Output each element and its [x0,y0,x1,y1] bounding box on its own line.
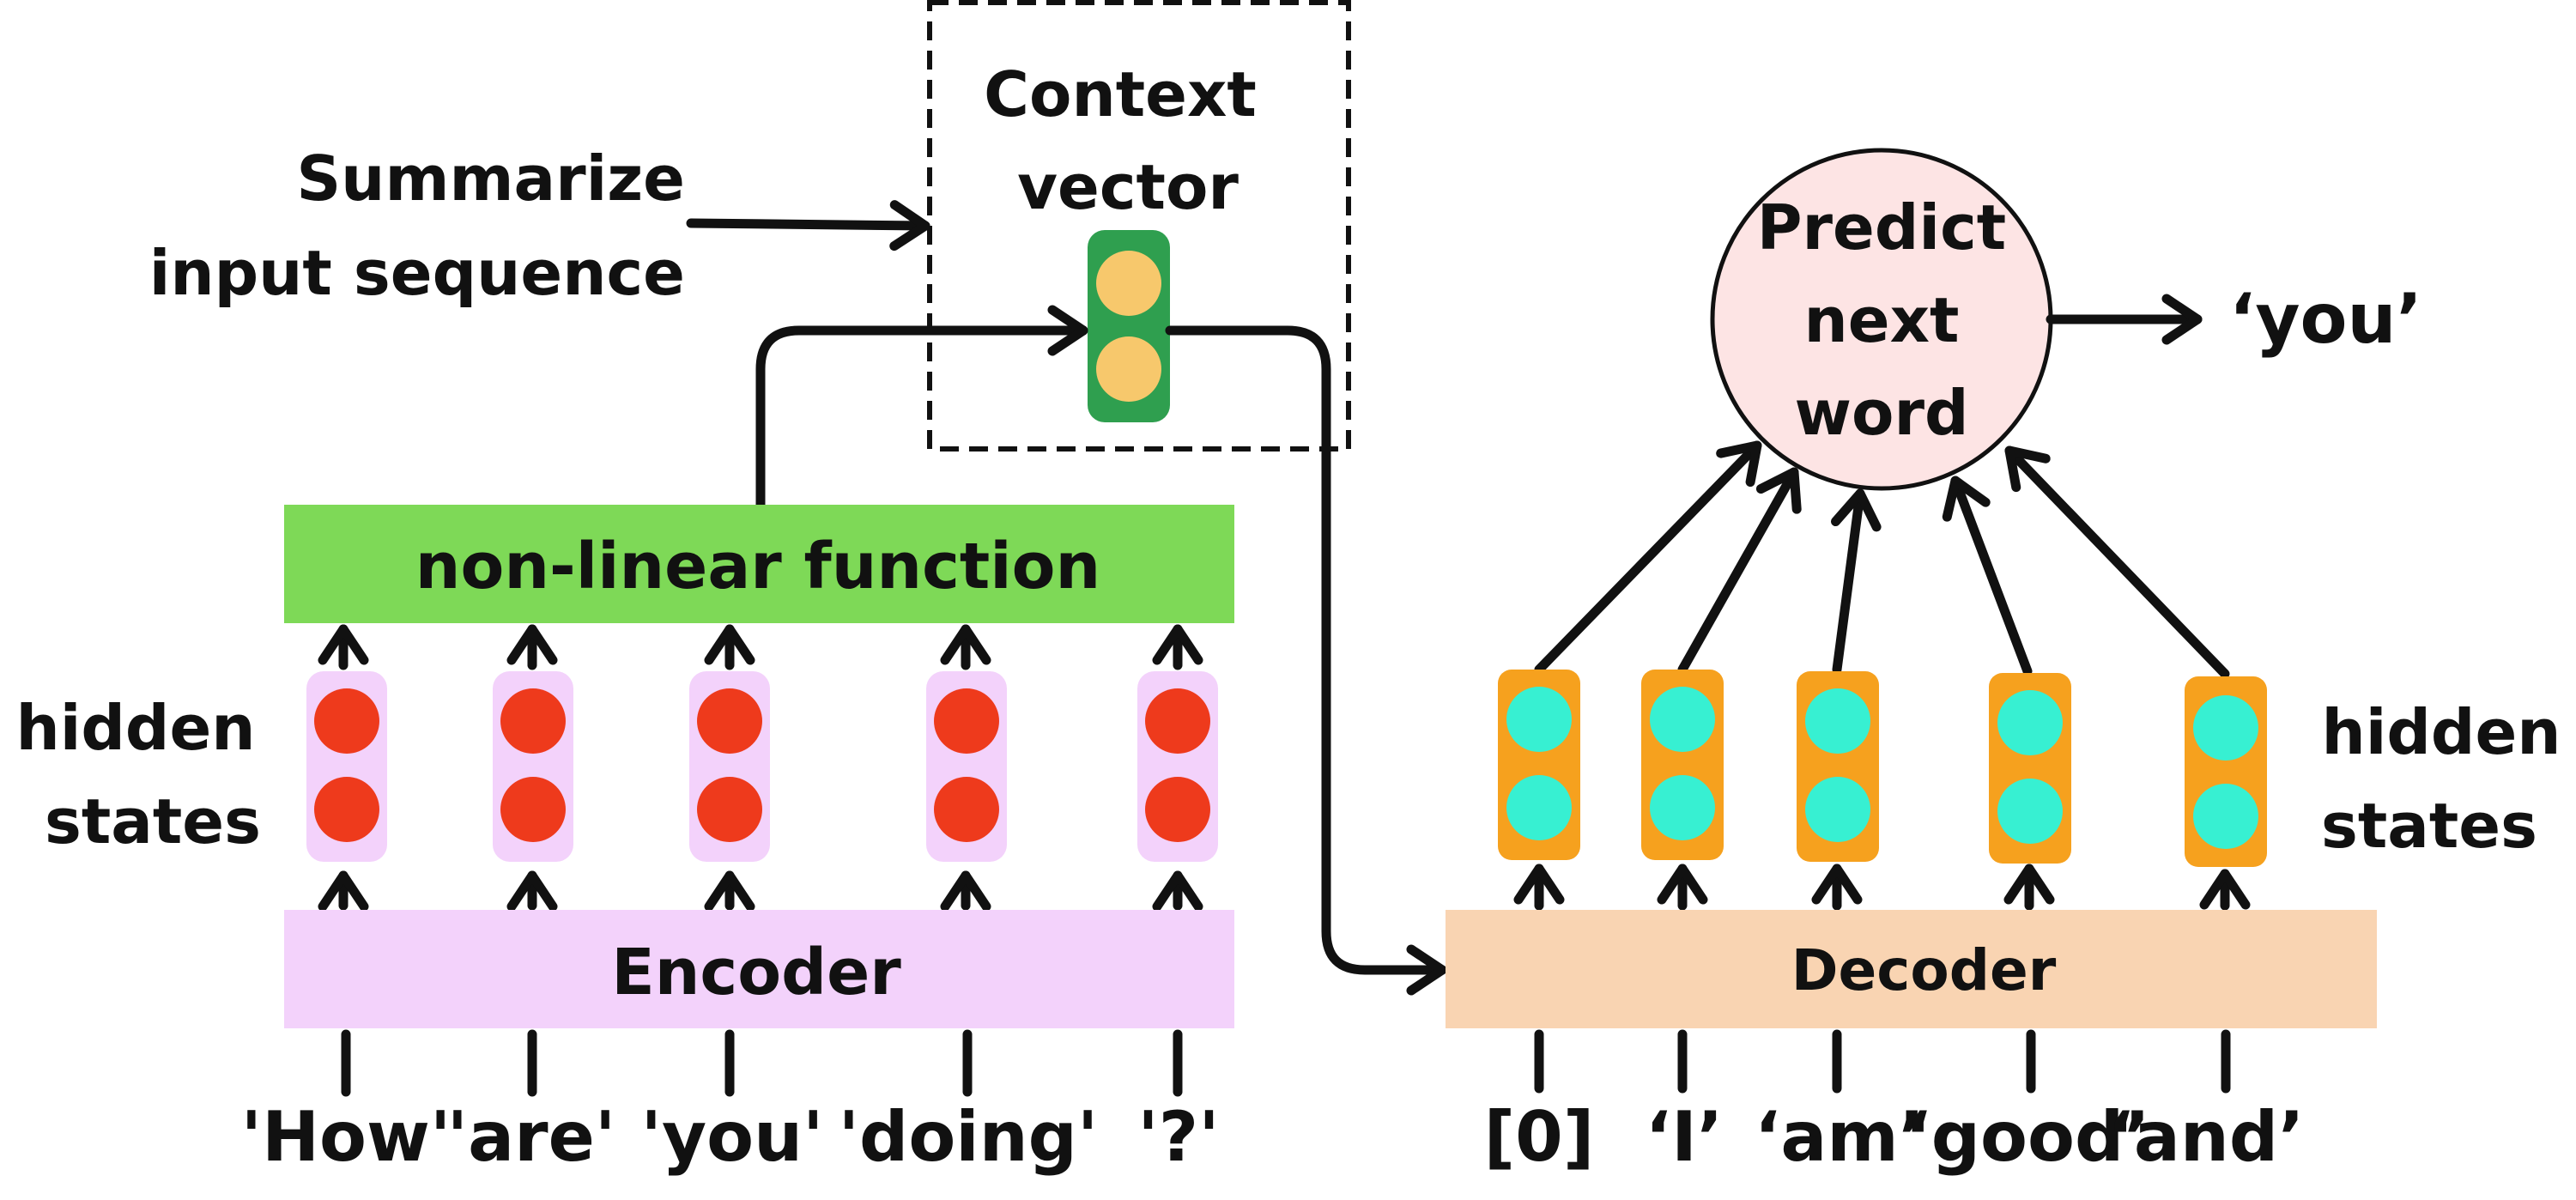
context-to-decoder-arrow [1165,325,1447,996]
encoder-input-token: 'How' [241,1097,452,1177]
encoder-input-token: 'doing' [839,1097,1099,1177]
predict-label-line1: Predict [1757,191,2006,264]
output-word: ‘you’ [2229,279,2422,359]
decoder-hidden-unit [1997,779,2063,844]
encoder-hidden-unit [500,777,566,842]
decoder-input-token: ‘am’ [1755,1097,1924,1177]
left-hidden-label-line1: hidden [15,692,255,764]
encoder-bar [284,910,1234,1028]
decoder-hidden-unit [1805,777,1870,842]
encoder-input-token: '?' [1137,1097,1219,1177]
decoder-input-token: ‘I’ [1646,1097,1724,1177]
decoder-input-token: ‘good’ [1905,1097,2149,1177]
decoder-input-stems [1534,1029,2231,1094]
context-vector-label-line2: vector [1017,151,1239,223]
context-vector-label-line1: Context [984,58,1257,130]
summarize-arrow [686,200,930,252]
right-hidden-label-line1: hidden [2321,696,2561,768]
encoder-input-stems [341,1029,1183,1097]
encoder-hidden-unit [500,688,566,754]
summarize-label-line2: input sequence [149,237,685,309]
predict-label-line2: next [1804,284,1960,356]
encoder-label: Encoder [611,936,901,1009]
encoder-hidden-unit [697,688,762,754]
decoder-hidden-unit [2193,784,2258,849]
nonlinear-to-context-arrow [755,305,1088,510]
right-hidden-label-line2: states [2321,790,2537,862]
decoder-bar [1446,910,2377,1028]
encoder-hidden-unit [1145,688,1210,754]
decoder-hidden-unit [2193,695,2258,761]
decoder-input-token: [0] [1484,1097,1595,1177]
nonlinear-function-bar [284,505,1234,623]
encoder-hidden-unit [314,777,379,842]
encoder-input-token: 'you' [640,1097,823,1177]
decoder-hidden-unit [1805,688,1870,754]
decoder-hidden-unit [1506,775,1572,840]
decoder-label: Decoder [1791,937,2057,1003]
encoder-input-token: 'are' [447,1097,616,1177]
encoder-hidden-unit [934,688,999,754]
decoder-input-token: ‘and’ [2108,1097,2305,1177]
predict-label-line3: word [1794,377,1968,449]
decoder-hidden-unit [1506,687,1572,752]
encoder-hidden-unit [1145,777,1210,842]
decoder-hidden-unit [1650,775,1715,840]
encoder-hidden-unit [314,688,379,754]
left-hidden-label-line2: states [45,785,261,858]
decoder-columns [1498,670,2267,911]
nonlinear-function-label: non-linear function [415,530,1100,603]
encoder-hidden-unit [934,777,999,842]
decoder-hidden-unit [1650,687,1715,752]
decoder-to-predict-arrows [1534,440,2230,679]
context-unit-top [1096,251,1161,316]
encoder-columns [306,624,1218,912]
decoder-hidden-unit [1997,690,2063,755]
summarize-label-line1: Summarize [296,142,685,215]
context-unit-bottom [1096,336,1161,402]
encoder-hidden-unit [697,777,762,842]
